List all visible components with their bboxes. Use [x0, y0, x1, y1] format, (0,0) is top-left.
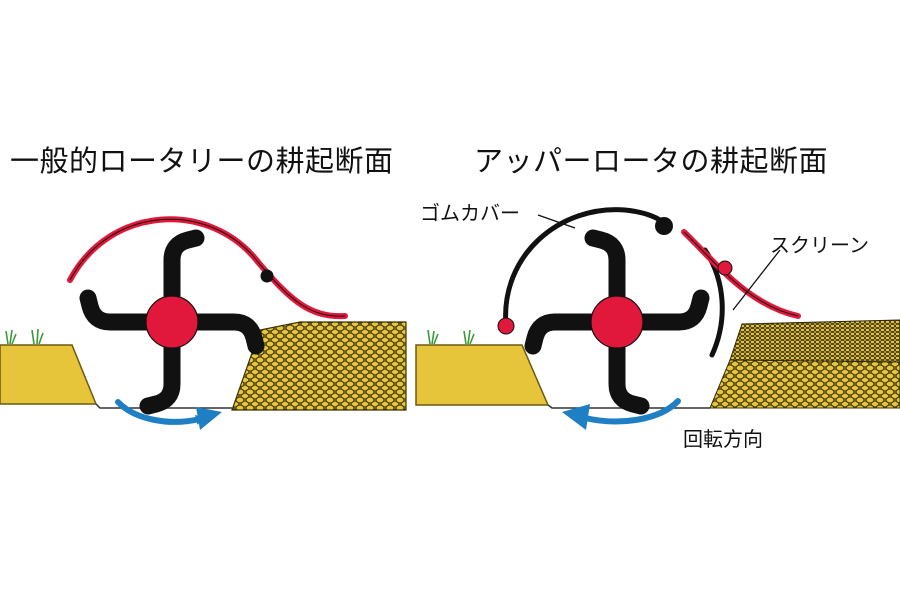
screen-label: スクリーン — [770, 233, 869, 257]
right-screen-knob — [717, 260, 733, 276]
left-panel-title: 一般的ロータリーの耕起断面 — [10, 144, 394, 178]
right-panel — [415, 207, 900, 430]
left-rotor — [79, 229, 265, 415]
right-tines — [524, 229, 710, 415]
right-rubber-cover — [503, 207, 669, 329]
right-cover-end-red — [497, 317, 515, 335]
right-tilled-coarse — [709, 359, 900, 409]
right-grass-icon — [427, 329, 475, 345]
left-tines — [79, 229, 265, 415]
right-tilled-fine — [729, 319, 900, 363]
right-cover-end-black — [655, 217, 673, 235]
rubber-cover-label: ゴムカバー — [420, 201, 520, 225]
screen-leader — [732, 249, 781, 311]
right-untilled-soil — [415, 344, 550, 406]
right-ground-line — [547, 404, 710, 409]
left-grass-icon — [5, 328, 44, 345]
left-cover-hinge — [260, 269, 274, 283]
rotation-direction-label: 回転方向 — [683, 427, 763, 451]
left-untilled-soil — [0, 344, 98, 405]
right-panel-title: アッパーロータの耕起断面 — [474, 144, 829, 178]
left-panel — [0, 216, 407, 430]
left-ground-line — [95, 403, 232, 409]
right-rotation-arrow — [582, 398, 681, 425]
left-rotation-arrow — [115, 399, 206, 425]
rubber-cover-leader — [537, 214, 576, 229]
left-rotor-hub — [145, 295, 199, 349]
right-rotor-hub — [590, 295, 644, 349]
right-rotor — [524, 229, 710, 415]
left-cover — [67, 216, 348, 320]
